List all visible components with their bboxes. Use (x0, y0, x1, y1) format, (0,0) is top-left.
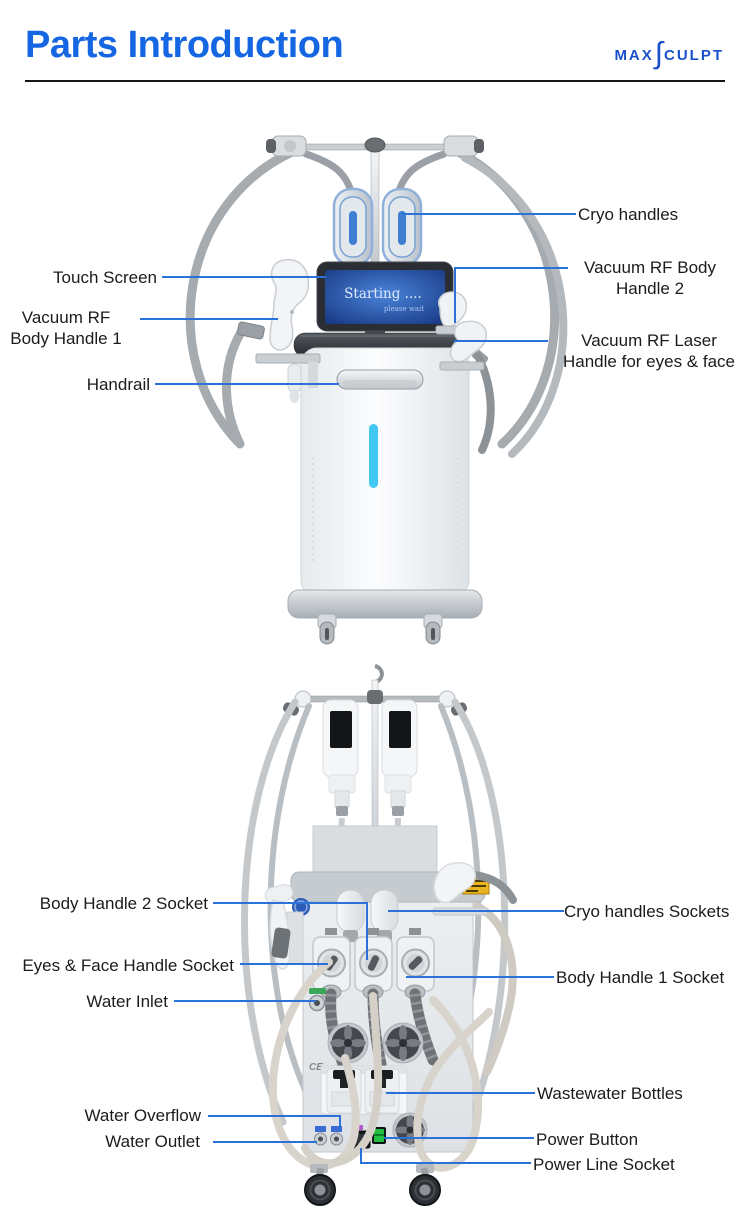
body-handle-1-socket (396, 936, 435, 992)
callout-line-power-button (384, 1137, 534, 1139)
callout-line-water-outlet (213, 1141, 317, 1143)
callout-line-laser-handle (454, 340, 548, 342)
callout-eyes-face-socket: Eyes & Face Handle Socket (22, 956, 234, 975)
touch-screen: Starting .... please wait (316, 261, 454, 347)
callout-power-line-socket: Power Line Socket (533, 1155, 675, 1174)
callout-line-eyes-face-socket (240, 963, 328, 965)
callout-line-bh2-socket-h (213, 902, 368, 904)
header-divider (25, 80, 725, 82)
screen-text-starting: Starting .... (344, 286, 422, 302)
ce-mark: CE (309, 1062, 323, 1073)
front-wheel-left (317, 613, 337, 645)
power-button (372, 1127, 386, 1144)
cooling-fan-left (327, 1022, 369, 1064)
callout-line-bh1-socket (406, 976, 554, 978)
callout-line-cryo-handles (402, 213, 576, 215)
body-handle-2-socket (354, 936, 393, 992)
callout-line-body-handle-2-v (454, 267, 456, 323)
rear-cryo-holder-left (322, 699, 359, 961)
cooling-fan-right (382, 1022, 424, 1064)
callout-line-bh2-socket-v (366, 902, 368, 960)
rear-hanging-handle (264, 884, 304, 970)
callout-line-wastewater (386, 1092, 535, 1094)
callout-line-touch-screen (162, 276, 326, 278)
water-overflow-connector (330, 1126, 343, 1146)
callout-body-handle-2: Vacuum RF Body Handle 2 (584, 258, 716, 298)
callout-cryo-sockets: Cryo handles Sockets (564, 902, 730, 921)
callout-line-body-handle-1 (140, 318, 278, 320)
callout-power-button: Power Button (536, 1130, 639, 1149)
callout-touch-screen: Touch Screen (53, 268, 157, 287)
callout-body-handle-1-socket: Body Handle 1 Socket (556, 968, 725, 987)
callout-line-water-inlet (174, 1000, 316, 1002)
callout-handrail: Handrail (86, 375, 150, 394)
callout-body-handle-1: Vacuum RF Body Handle 1 (10, 308, 122, 348)
callout-line-handrail (155, 383, 339, 385)
deck-highlight (300, 335, 470, 337)
cryo-socket-posts (336, 889, 399, 942)
callout-line-cryo-sockets (388, 910, 564, 912)
front-hanger-bar (266, 135, 484, 271)
front-arm-cables (185, 147, 568, 458)
page-title: Parts Introduction (25, 24, 344, 66)
screen-text-please-wait: please wait (384, 305, 424, 313)
callout-line-overflow-v (339, 1115, 341, 1131)
tubing-loops (268, 958, 493, 1172)
callout-wastewater: Wastewater Bottles (537, 1084, 683, 1103)
callout-body-handle-2-socket: Body Handle 2 Socket (39, 894, 208, 913)
front-base (287, 589, 483, 619)
machine-rear-illustration: CE (241, 664, 517, 1206)
callout-cryo-handles: Cryo handles (578, 205, 679, 224)
caster-left (304, 1164, 336, 1206)
front-wheel-right (423, 613, 443, 645)
callout-line-body-handle-2-h (454, 267, 568, 269)
brand-part2: CULPT (664, 47, 724, 64)
brand-s-curve-icon: ∫ (654, 36, 663, 71)
wastewater-bottles (320, 1065, 408, 1115)
callout-line-overflow-h (208, 1115, 341, 1117)
brand-logo: MAX ∫ CULPT (614, 36, 724, 73)
callout-water-overflow: Water Overflow (84, 1106, 201, 1125)
callout-line-power-socket-v (360, 1148, 362, 1164)
callout-water-outlet: Water Outlet (105, 1132, 200, 1151)
vacuum-rf-body-handle-1 (221, 258, 321, 449)
callout-line-power-socket-h (360, 1162, 531, 1164)
led-strip (369, 424, 378, 488)
brand-part1: MAX (614, 47, 654, 64)
water-outlet-connector (314, 1126, 327, 1146)
callout-water-inlet: Water Inlet (86, 992, 168, 1011)
handrail (336, 369, 424, 390)
cryo-handle-right (381, 187, 423, 272)
rear-laser-handle (432, 862, 517, 1076)
machine-front-illustration: Starting .... please wait (185, 135, 568, 645)
cryo-handle-left (332, 187, 374, 272)
callout-laser-handle: Vacuum RF Laser Handle for eyes & face (563, 331, 735, 371)
caster-right (409, 1164, 441, 1206)
